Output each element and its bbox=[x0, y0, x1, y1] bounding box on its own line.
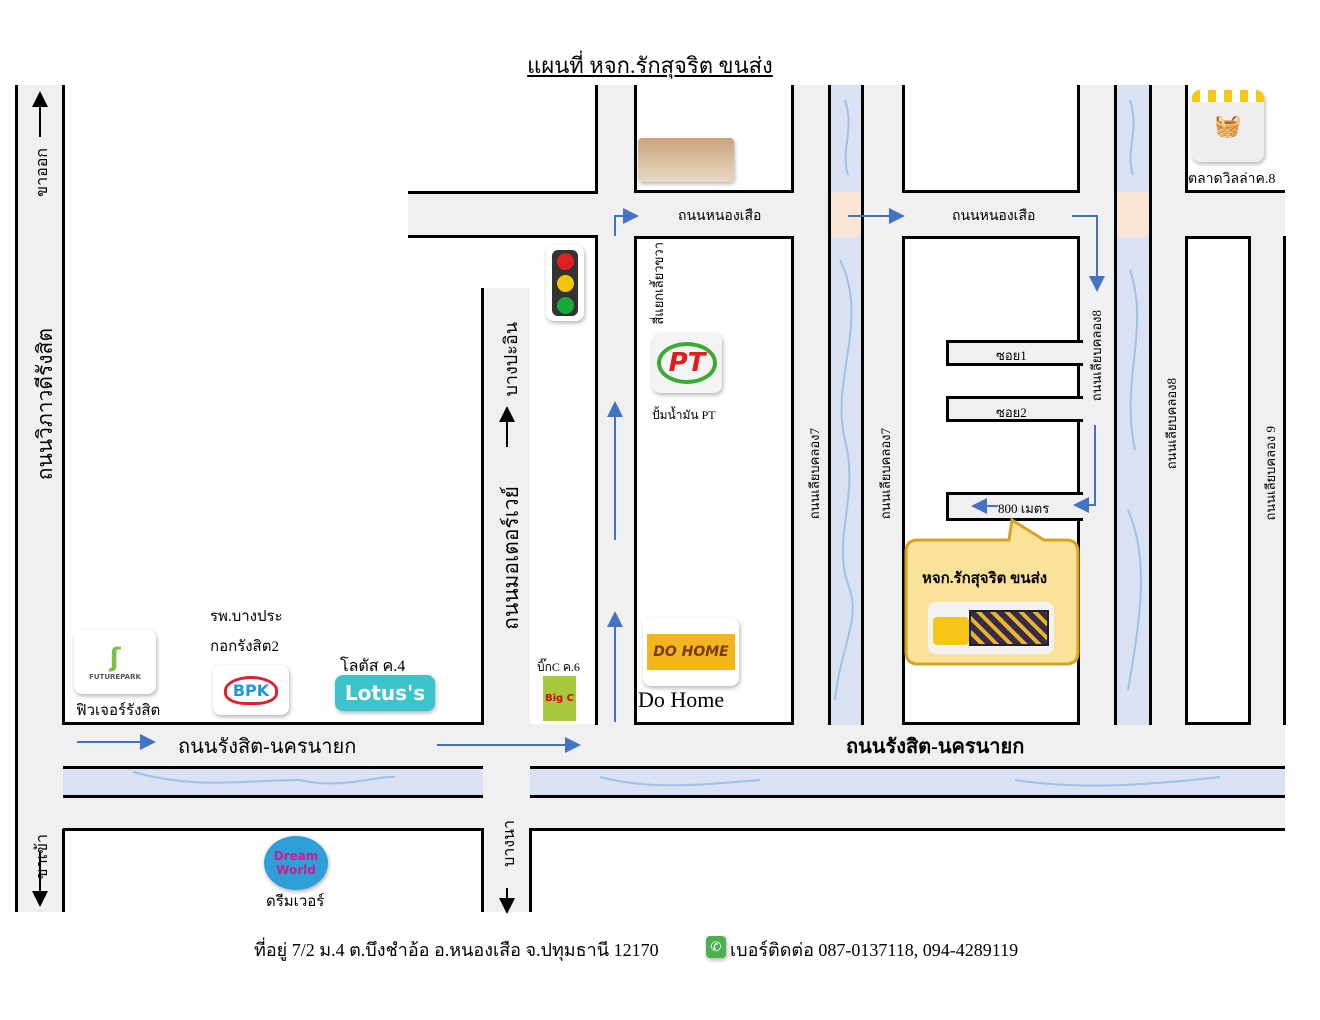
frontage-road bbox=[63, 796, 1285, 830]
edge bbox=[481, 288, 484, 725]
lotus-logo: Lotus's bbox=[335, 675, 435, 711]
edge bbox=[481, 828, 484, 912]
traffic-light-icon bbox=[546, 245, 584, 321]
truck-icon bbox=[928, 602, 1054, 654]
road-label-rangsit: ถนนรังสิต-นครนายก bbox=[178, 736, 357, 758]
klong8-road-west bbox=[1079, 85, 1115, 725]
edge bbox=[15, 85, 18, 912]
klong7-road-east bbox=[862, 85, 902, 725]
bigc-label: บิ๊กC ค.6 bbox=[537, 660, 580, 674]
road-label-rangsit: ถนนรังสิต-นครนายก bbox=[846, 736, 1025, 758]
futurepark-label: ฟิวเจอร์รังสิต bbox=[76, 703, 161, 719]
pt-logo: PT bbox=[652, 333, 722, 393]
distance-label: 800 เมตร bbox=[998, 501, 1050, 516]
edge bbox=[62, 829, 65, 912]
road-label-vibhavadi: ถนนวิภาวดีรังสิต bbox=[33, 328, 57, 481]
road-label-klong7: ถนนเลียบคลอง7 bbox=[807, 428, 822, 520]
do-home-label: Do Home bbox=[638, 687, 725, 712]
klong7-road-west bbox=[793, 85, 829, 725]
bridge bbox=[1117, 192, 1149, 237]
turn-right-label: สี่แยกเลี้ยวขวา bbox=[651, 242, 666, 325]
road-label-klong7: ถนนเลียบคลอง7 bbox=[878, 428, 893, 520]
lotus-label: โลตัส ค.4 bbox=[340, 658, 406, 675]
block bbox=[1185, 236, 1251, 725]
road-label-klong8: ถนนเลียบคลอง8 bbox=[1089, 310, 1104, 402]
edge bbox=[63, 828, 483, 831]
direction-bang-pa-in: บางปะอิน bbox=[501, 322, 521, 397]
market-icon: 🧺 bbox=[1192, 90, 1264, 162]
dreamworld-logo: Dream World bbox=[264, 836, 328, 890]
soi-1 bbox=[946, 340, 1083, 366]
klong9-road bbox=[1250, 236, 1285, 725]
pt-station-label: ปั้มน้ำมัน PT bbox=[652, 408, 716, 422]
soi-800m bbox=[946, 492, 1083, 521]
vibhavadi-road bbox=[16, 85, 64, 912]
direction-outbound: ขาออก bbox=[34, 148, 51, 197]
edge bbox=[595, 85, 598, 193]
hospital-label: รพ.บางประ bbox=[210, 609, 283, 625]
edge bbox=[408, 191, 598, 194]
klong8-road-east bbox=[1150, 85, 1185, 725]
road-label-motorway: ถนนมอเตอร์เวย์ bbox=[499, 486, 523, 630]
edge bbox=[595, 235, 598, 725]
rangsit-road bbox=[63, 724, 1285, 768]
bigc-logo: Big C bbox=[543, 676, 576, 721]
klong7-canal bbox=[828, 85, 864, 725]
footer-address: ที่อยู่ 7/2 ม.4 ต.บึงชำอ้อ อ.หนองเสือ จ.… bbox=[254, 940, 659, 960]
map-title: แผนที่ หจก.รักสุจริต ขนส่ง bbox=[527, 53, 773, 78]
building-icon bbox=[638, 138, 734, 182]
edge bbox=[1283, 236, 1286, 725]
edge bbox=[62, 85, 65, 725]
market-label: ตลาดวิลล่าค.8 bbox=[1188, 172, 1276, 187]
dreamworld-label: ดรีมเวอร์ bbox=[266, 894, 325, 910]
direction-inbound: ขาเข้า bbox=[34, 834, 51, 880]
footer-phone: เบอร์ติดต่อ 087-0137118, 094-4289119 bbox=[730, 940, 1019, 960]
road-label-klong8: ถนนเลียบคลอง8 bbox=[1164, 378, 1179, 470]
bpk-logo: BPK bbox=[213, 665, 289, 715]
rangsit-canal bbox=[63, 766, 483, 798]
direction-bang-na: บางนา bbox=[501, 820, 518, 867]
do-home-logo: DO HOME bbox=[643, 618, 739, 686]
edge bbox=[529, 828, 532, 912]
soi-1-label: ซอย1 bbox=[996, 348, 1027, 363]
edge bbox=[62, 722, 483, 725]
road-label-nongsuea: ถนนหนองเสือ bbox=[952, 209, 1036, 224]
block bbox=[902, 85, 1080, 193]
phone-icon: ✆ bbox=[706, 936, 726, 958]
edge bbox=[530, 828, 1285, 831]
klong8-canal bbox=[1114, 85, 1152, 725]
bridge bbox=[831, 192, 861, 237]
hospital-label: กอกรังสิต2 bbox=[210, 639, 279, 655]
road-label-klong9: ถนนเลียบคลอง 9 bbox=[1263, 426, 1278, 521]
soi-2 bbox=[946, 396, 1083, 422]
road-label-nongsuea: ถนนหนองเสือ bbox=[678, 209, 762, 224]
edge bbox=[408, 235, 598, 238]
company-name: หจก.รักสุจริต ขนส่ง bbox=[922, 571, 1048, 587]
soi-2-label: ซอย2 bbox=[996, 405, 1027, 420]
